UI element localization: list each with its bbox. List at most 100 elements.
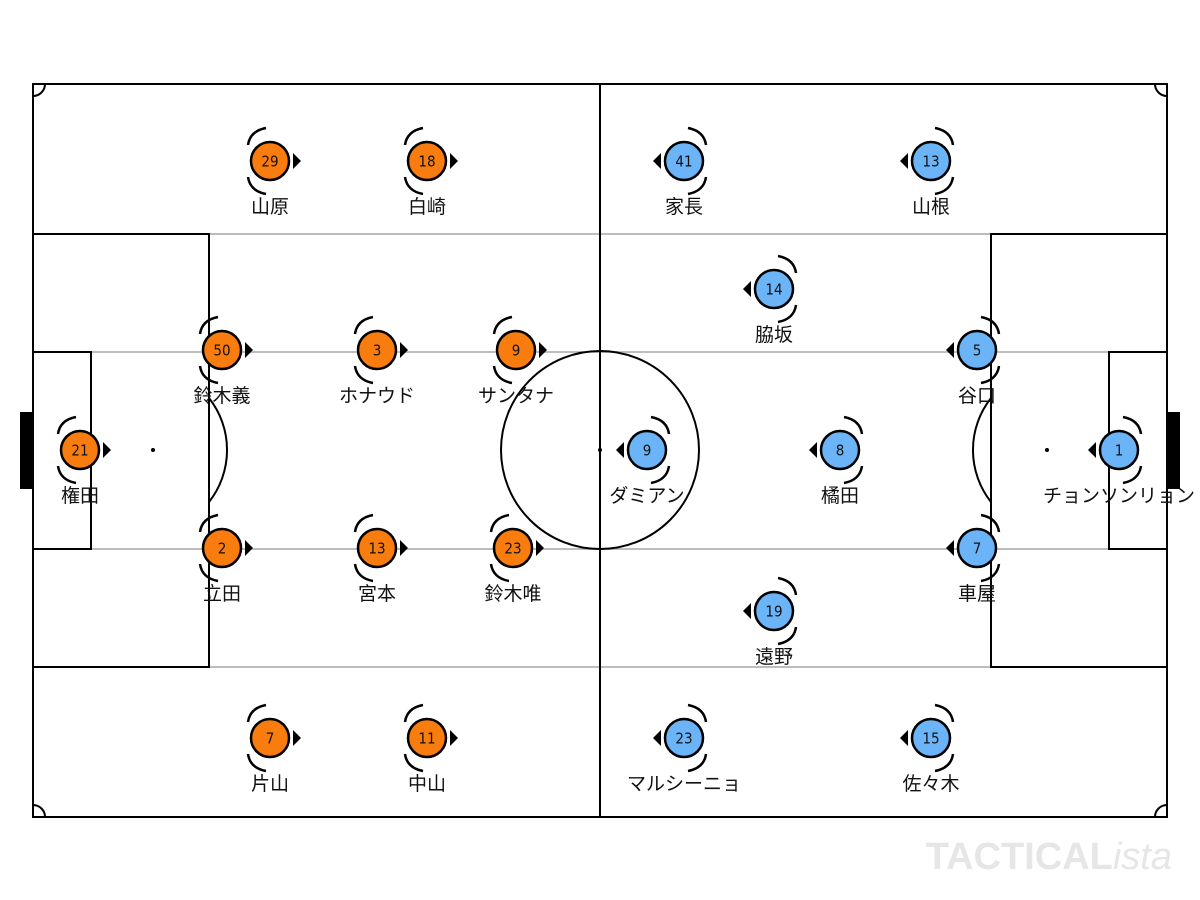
- away-player-2[interactable]: 13 山根: [900, 126, 955, 218]
- player-number: 23: [675, 730, 692, 748]
- player-disc: [910, 140, 952, 182]
- player-name: 脇坂: [755, 324, 793, 346]
- player-disc: [201, 329, 243, 371]
- home-player-7[interactable]: 2立田: [198, 513, 253, 605]
- orientation-bracket-icon: [777, 576, 798, 646]
- player-disc: [956, 527, 998, 569]
- orientation-bracket-icon: [777, 254, 798, 324]
- player-number: 9: [643, 442, 652, 460]
- home-player-10[interactable]: 7 片山: [246, 703, 301, 795]
- player-number: 7: [266, 730, 275, 748]
- player-disc: [356, 329, 398, 371]
- orientation-bracket-icon: [650, 415, 671, 485]
- corner-arc-top-right: [1154, 83, 1168, 97]
- centre-spot: [598, 448, 602, 452]
- player-disc: [356, 527, 398, 569]
- direction-arrow-icon: [400, 540, 408, 556]
- orientation-bracket-icon: [403, 703, 424, 773]
- direction-arrow-icon: [1088, 442, 1096, 458]
- player-disc: [249, 717, 291, 759]
- goals: [20, 412, 1180, 489]
- player-number: 13: [922, 153, 939, 171]
- player-name: 山原: [251, 196, 289, 218]
- direction-arrow-icon: [450, 730, 458, 746]
- direction-arrow-icon: [900, 730, 908, 746]
- direction-arrow-icon: [400, 342, 408, 358]
- direction-arrow-icon: [103, 442, 111, 458]
- player-name: 鈴木唯: [484, 583, 541, 605]
- player-name: 立田: [203, 583, 241, 605]
- left-goal: [20, 412, 33, 489]
- player-number: 50: [213, 342, 230, 360]
- orientation-bracket-icon: [843, 415, 864, 485]
- away-player-6[interactable]: 8橘田: [809, 415, 864, 507]
- player-name: サンタナ: [478, 385, 554, 407]
- direction-arrow-icon: [293, 730, 301, 746]
- player-name: 白崎: [408, 196, 446, 218]
- player-number: 5: [973, 342, 982, 360]
- player-number: 21: [71, 442, 88, 460]
- player-number: 19: [765, 603, 782, 621]
- orientation-bracket-icon: [246, 126, 267, 196]
- player-disc: [956, 329, 998, 371]
- direction-arrow-icon: [245, 342, 253, 358]
- player-number: 18: [418, 153, 435, 171]
- away-player-8[interactable]: 7車屋: [946, 513, 1001, 605]
- player-disc: [406, 717, 448, 759]
- players-layer: 29山原18白崎50鈴木義3ホナウド9サンタナ21権田2立田13宮本23鈴木唯7…: [56, 126, 1195, 795]
- player-name: ホナウド: [339, 385, 415, 407]
- orientation-bracket-icon: [934, 126, 955, 196]
- player-number: 41: [675, 153, 692, 171]
- left-penalty-area: [32, 233, 210, 668]
- orientation-bracket-icon: [198, 315, 219, 385]
- direction-arrow-icon: [536, 540, 544, 556]
- direction-arrow-icon: [743, 603, 751, 619]
- away-player-4[interactable]: 5谷口: [946, 315, 1001, 407]
- player-number: 3: [373, 342, 382, 360]
- player-name: 山根: [912, 196, 950, 218]
- player-name: 中山: [408, 773, 446, 795]
- direction-arrow-icon: [743, 281, 751, 297]
- player-disc: [819, 429, 861, 471]
- orientation-bracket-icon: [489, 513, 510, 583]
- direction-arrow-icon: [616, 442, 624, 458]
- left-penalty-spot: [151, 448, 155, 452]
- orientation-bracket-icon: [980, 513, 1001, 583]
- orientation-bracket-icon: [198, 513, 219, 583]
- player-name: チョンソンリョン: [1043, 485, 1195, 507]
- right-penalty-spot: [1045, 448, 1049, 452]
- tacticalista-watermark: TACTICALista: [926, 836, 1172, 879]
- home-player-2[interactable]: 18 白崎: [403, 126, 458, 218]
- player-disc: [626, 429, 668, 471]
- corner-arc-bottom-left: [32, 804, 46, 818]
- player-name: マルシーニョ: [627, 773, 741, 795]
- player-name: 片山: [251, 773, 289, 795]
- player-disc: [495, 329, 537, 371]
- corner-arc-top-left: [32, 83, 46, 97]
- orientation-bracket-icon: [403, 126, 424, 196]
- player-disc: [406, 140, 448, 182]
- spots: [151, 448, 1049, 452]
- player-name: 鈴木義: [193, 385, 250, 407]
- away-player-10[interactable]: 23 マルシーニョ: [627, 703, 741, 795]
- player-disc: [910, 717, 952, 759]
- player-number: 13: [368, 540, 385, 558]
- direction-arrow-icon: [946, 342, 954, 358]
- player-number: 29: [261, 153, 278, 171]
- home-player-3[interactable]: 50 鈴木義: [193, 315, 253, 407]
- player-name: 車屋: [958, 583, 996, 605]
- home-player-1[interactable]: 29 山原: [246, 126, 301, 218]
- home-player-4[interactable]: 3 ホナウド: [339, 315, 415, 407]
